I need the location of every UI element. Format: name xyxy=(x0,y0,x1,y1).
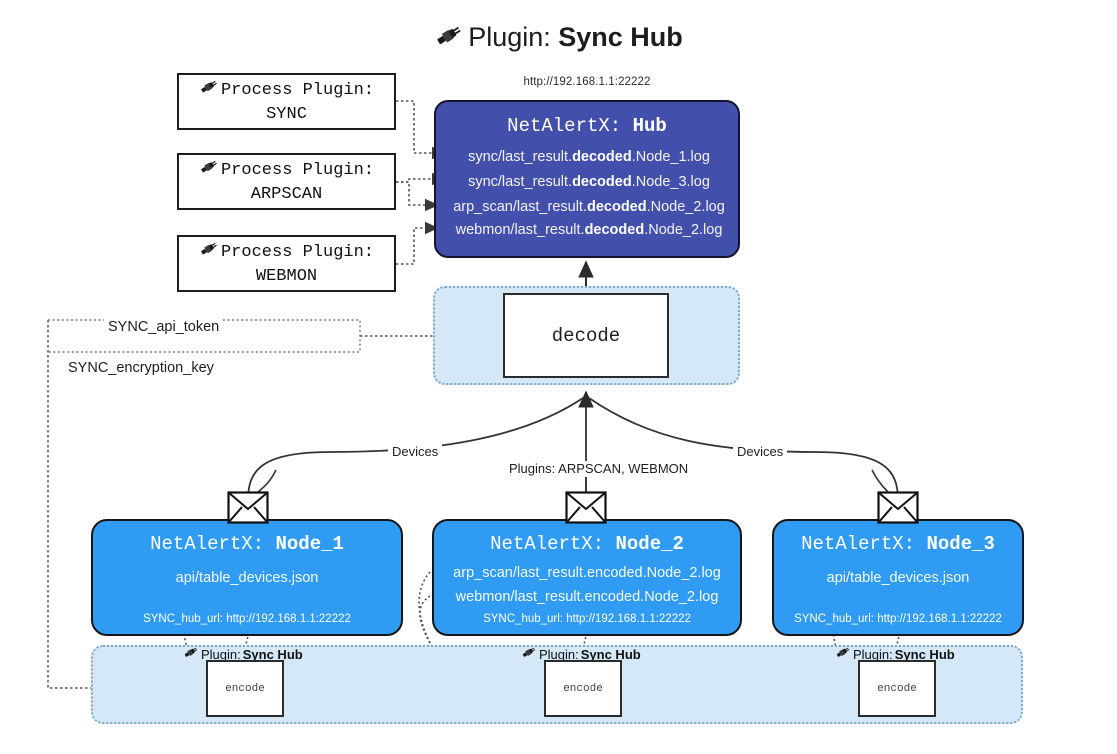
process-plugin-webmon[interactable]: Process Plugin: WEBMON xyxy=(177,235,396,292)
node-1-line-1: api/table_devices.json xyxy=(175,570,319,586)
encode-box-3[interactable]: encode xyxy=(858,660,936,717)
node-title-name: Node_1 xyxy=(275,533,344,555)
process-plugin-arpscan[interactable]: Process Plugin: ARPSCAN xyxy=(177,153,396,210)
plug-icon xyxy=(835,645,851,664)
envelope-stem-3 xyxy=(871,469,889,493)
node-2-line-2: webmon/last_result.encoded.Node_2.log xyxy=(455,589,719,605)
edge-arpscan-to-hub xyxy=(396,181,439,212)
process-plugin-name: ARPSCAN xyxy=(250,184,323,204)
node-2[interactable]: NetAlertX: Node_2 arp_scan/last_result.e… xyxy=(432,519,742,636)
edge-label-center-plugins: Plugins: ARPSCAN, WEBMON xyxy=(505,461,693,477)
process-plugin-name: WEBMON xyxy=(255,266,318,286)
process-plugin-label: Process Plugin: xyxy=(220,80,375,100)
edge-label-right-devices: Devices xyxy=(733,444,788,460)
page-title: Plugin: Sync Hub xyxy=(0,18,1117,59)
hub-log-post: .Node_2.log xyxy=(644,222,723,238)
envelope-icon xyxy=(565,491,607,524)
node-1-footer: SYNC_hub_url: http://192.168.1.1:22222 xyxy=(143,613,351,625)
token-encryption-label: SYNC_encryption_key xyxy=(64,359,218,377)
encode-caption-value: Sync Hub xyxy=(894,646,955,662)
token-api-label: SYNC_api_token xyxy=(104,318,224,336)
hub-title-prefix: NetAlertX: xyxy=(507,115,622,137)
hub-log-post: .Node_3.log xyxy=(631,174,710,190)
edge-label-left-devices: Devices xyxy=(388,444,443,460)
hub-log-mid: decoded xyxy=(572,149,632,165)
hub-log-line-1: sync/last_result.decoded.Node_1.log xyxy=(436,148,742,166)
plug-icon xyxy=(434,21,464,59)
node-3[interactable]: NetAlertX: Node_3 api/table_devices.json… xyxy=(772,519,1024,636)
encode-caption-value: Sync Hub xyxy=(242,646,303,662)
process-plugin-sync[interactable]: Process Plugin: SYNC xyxy=(177,73,396,130)
plug-icon xyxy=(521,645,537,664)
page-title-label: Plugin: xyxy=(468,22,551,52)
encode-caption-value: Sync Hub xyxy=(580,646,641,662)
node-title-name: Node_2 xyxy=(615,533,684,555)
encode-caption-2: Plugin: Sync Hub xyxy=(521,645,641,664)
hub-log-pre: sync/last_result. xyxy=(468,174,573,190)
encode-caption-label: Plugin: xyxy=(853,646,893,662)
envelope-stem-1 xyxy=(257,469,277,493)
node-title-prefix: NetAlertX: xyxy=(490,533,605,555)
hub-log-post: .Node_1.log xyxy=(631,149,710,165)
hub-log-mid: decoded xyxy=(572,174,632,190)
page-title-value: Sync Hub xyxy=(558,22,683,52)
hub-title: NetAlertX: Hub xyxy=(436,114,738,138)
hub-log-pre: arp_scan/last_result. xyxy=(453,199,587,215)
edge-webmon-to-hub xyxy=(396,221,439,265)
node-3-footer: SYNC_hub_url: http://192.168.1.1:22222 xyxy=(794,613,1002,625)
process-plugin-name: SYNC xyxy=(266,104,307,124)
node-title-prefix: NetAlertX: xyxy=(150,533,265,555)
encode-caption-1: Plugin: Sync Hub xyxy=(183,645,303,664)
node-2-footer: SYNC_hub_url: http://192.168.1.1:22222 xyxy=(483,613,691,625)
process-plugin-label: Process Plugin: xyxy=(220,242,375,262)
encode-caption-label: Plugin: xyxy=(201,646,241,662)
plug-icon xyxy=(183,645,199,664)
envelope-icon xyxy=(877,491,919,524)
node-1[interactable]: NetAlertX: Node_1 api/table_devices.json… xyxy=(91,519,403,636)
node-1-title: NetAlertX: Node_1 xyxy=(93,532,401,556)
hub-log-pre: sync/last_result. xyxy=(468,149,573,165)
process-plugin-label: Process Plugin: xyxy=(220,160,375,180)
envelope-icon xyxy=(227,491,269,524)
hub-log-mid: decoded xyxy=(586,199,647,215)
node-title-name: Node_3 xyxy=(926,533,995,555)
encode-box-2[interactable]: encode xyxy=(544,660,622,717)
encode-box-1[interactable]: encode xyxy=(206,660,284,717)
node-2-line-1: arp_scan/last_result.encoded.Node_2.log xyxy=(453,565,721,581)
hub-log-pre: webmon/last_result. xyxy=(455,222,585,238)
node-2-title: NetAlertX: Node_2 xyxy=(434,532,740,556)
hub-log-mid: decoded xyxy=(584,222,645,238)
hub-log-line-2: sync/last_result.decoded.Node_3.log xyxy=(436,173,742,191)
node-3-title: NetAlertX: Node_3 xyxy=(774,532,1022,556)
hub-node[interactable]: NetAlertX: Hub sync/last_result.decoded.… xyxy=(434,100,740,258)
node-3-line-1: api/table_devices.json xyxy=(826,570,970,586)
decode-box[interactable]: decode xyxy=(503,293,669,378)
plug-icon xyxy=(199,158,219,184)
hub-log-post: .Node_2.log xyxy=(646,199,725,215)
hub-log-line-3: arp_scan/last_result.decoded.Node_2.log xyxy=(436,198,742,216)
hub-title-name: Hub xyxy=(632,115,667,137)
encode-caption-label: Plugin: xyxy=(539,646,579,662)
encode-caption-3: Plugin: Sync Hub xyxy=(835,645,955,664)
node-title-prefix: NetAlertX: xyxy=(801,533,916,555)
plug-icon xyxy=(199,78,219,104)
hub-log-line-4: webmon/last_result.decoded.Node_2.log xyxy=(436,221,742,239)
plug-icon xyxy=(199,240,219,266)
hub-url-label: http://192.168.1.1:22222 xyxy=(523,76,651,88)
